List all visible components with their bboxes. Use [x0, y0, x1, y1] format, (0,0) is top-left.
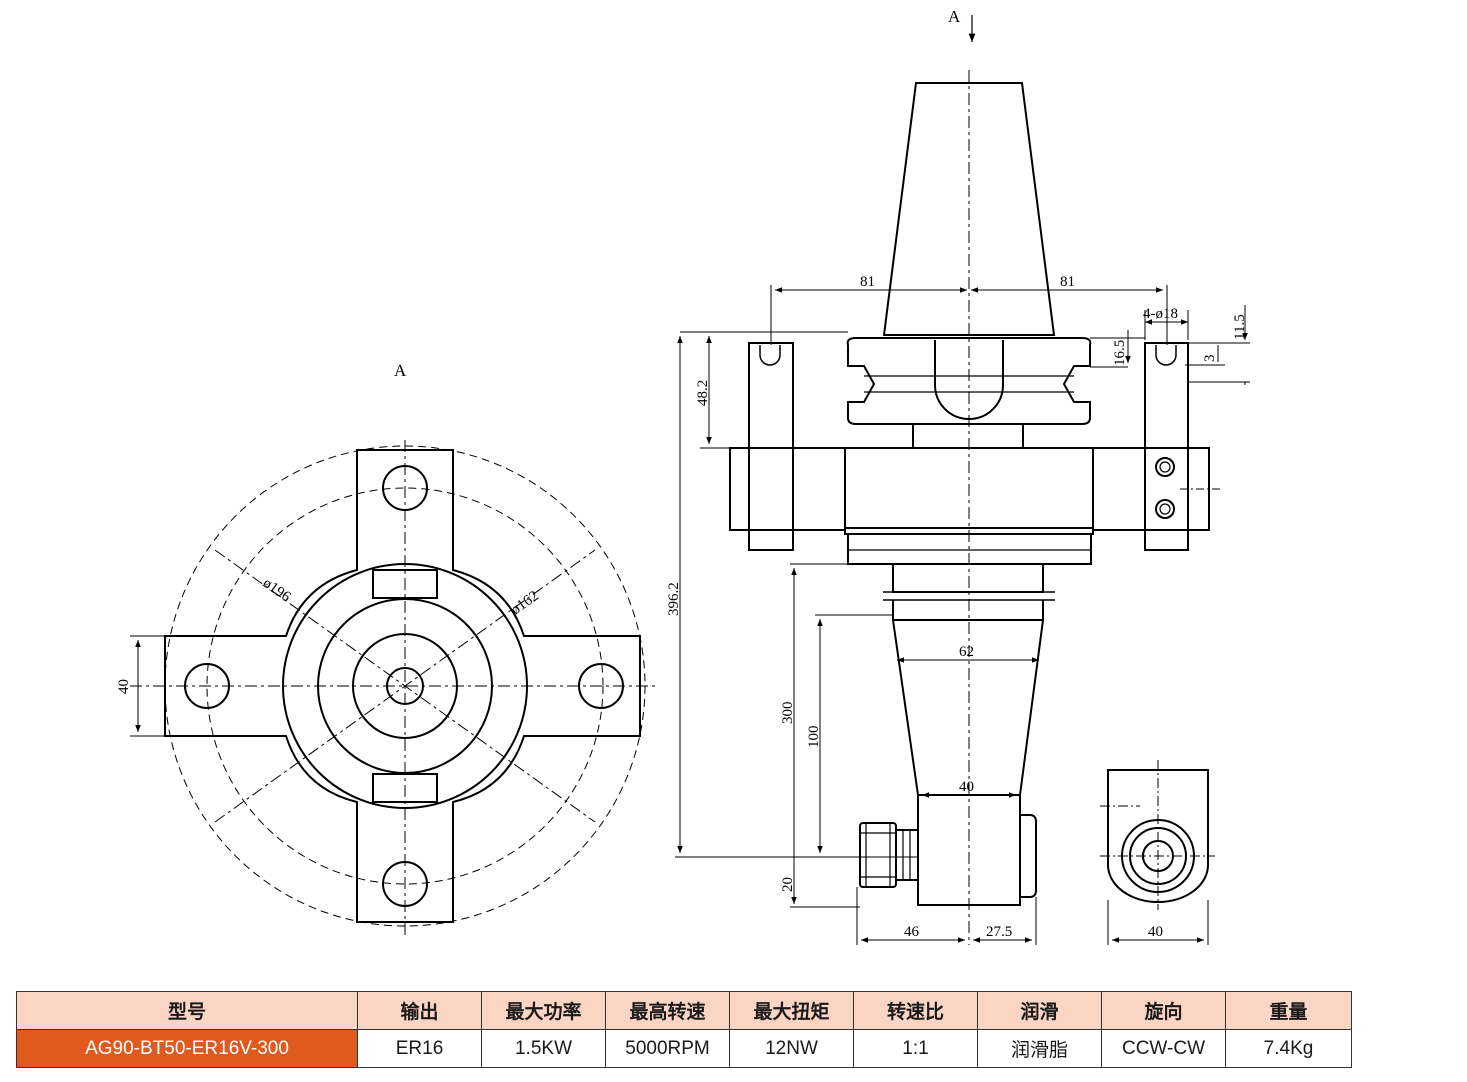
- header-max-torque: 最大扭矩: [729, 991, 854, 1030]
- value-max-speed: 5000RPM: [605, 1029, 730, 1068]
- header-ratio: 转速比: [853, 991, 978, 1030]
- flange-centerlines: [130, 440, 655, 935]
- dim-4-d18: 4-ø18: [1143, 306, 1178, 322]
- v-flange: [846, 337, 1092, 425]
- dim-81-right: 81: [1060, 274, 1075, 290]
- header-output: 输出: [357, 991, 482, 1030]
- key-top: [372, 569, 438, 599]
- dim-396-2: 396.2: [666, 582, 682, 616]
- dim-40-mid: 40: [959, 779, 974, 795]
- screw-upper: [1155, 457, 1175, 477]
- upper-shaft: [892, 563, 1044, 593]
- header-lubrication: 润滑: [977, 991, 1102, 1030]
- dim-d162: ø162: [508, 588, 542, 618]
- taper-shank: [882, 82, 1056, 336]
- small-view-dimensions: [1107, 900, 1209, 945]
- header-model: 型号: [16, 991, 358, 1030]
- dim-3: 3: [1202, 355, 1218, 363]
- header-max-power: 最大功率: [481, 991, 606, 1030]
- spec-value-row: AG90-BT50-ER16V-300 ER16 1.5KW 5000RPM 1…: [16, 1029, 1352, 1068]
- dim-d196: ø196: [260, 575, 294, 606]
- value-rotation: CCW-CW: [1101, 1029, 1226, 1068]
- spec-header-row: 型号 输出 最大功率 最高转速 最大扭矩 转速比 润滑 旋向 重量: [16, 991, 1352, 1030]
- header-max-speed: 最高转速: [605, 991, 730, 1030]
- flange-cross-outline: [164, 449, 641, 923]
- dim-27-5: 27.5: [986, 924, 1012, 940]
- value-max-power: 1.5KW: [481, 1029, 606, 1068]
- flange-dimensions: [130, 635, 165, 737]
- pitch-circle: [206, 487, 604, 885]
- dim-40-left: 40: [116, 679, 132, 694]
- dim-40-right: 40: [1148, 924, 1163, 940]
- value-model: AG90-BT50-ER16V-300: [16, 1029, 358, 1068]
- drive-key-slot: [934, 340, 1004, 420]
- value-ratio: 1:1: [853, 1029, 978, 1068]
- stop-block-right: [1144, 342, 1189, 551]
- section-label-a: A: [948, 7, 961, 26]
- dim-62: 62: [959, 644, 974, 660]
- dim-46: 46: [904, 924, 920, 940]
- dim-300: 300: [780, 702, 796, 725]
- dim-16-5: 16.5: [1112, 340, 1128, 366]
- view-label-a: A: [394, 361, 407, 380]
- dim-100: 100: [806, 726, 822, 749]
- right-nut: [1020, 814, 1037, 898]
- dim-81-left: 81: [860, 274, 875, 290]
- header-weight: 重量: [1225, 991, 1352, 1030]
- value-lubrication: 润滑脂: [977, 1029, 1102, 1068]
- screw-lower: [1155, 499, 1175, 519]
- header-rotation: 旋向: [1101, 991, 1226, 1030]
- value-output: ER16: [357, 1029, 482, 1068]
- value-weight: 7.4Kg: [1225, 1029, 1352, 1068]
- value-max-torque: 12NW: [729, 1029, 854, 1068]
- technical-drawing: A ø196 ø162 40 A: [116, 7, 1250, 945]
- spec-table: 型号 输出 最大功率 最高转速 最大扭矩 转速比 润滑 旋向 重量 AG90-B…: [16, 991, 1352, 1068]
- stop-block-left: [748, 342, 794, 551]
- side-view-dimensions: [675, 285, 1250, 945]
- mount-plate-left: [729, 447, 846, 531]
- dim-48-2: 48.2: [695, 380, 711, 406]
- neck: [912, 423, 1024, 449]
- dim-20: 20: [780, 877, 796, 892]
- dim-11-5: 11.5: [1232, 314, 1248, 340]
